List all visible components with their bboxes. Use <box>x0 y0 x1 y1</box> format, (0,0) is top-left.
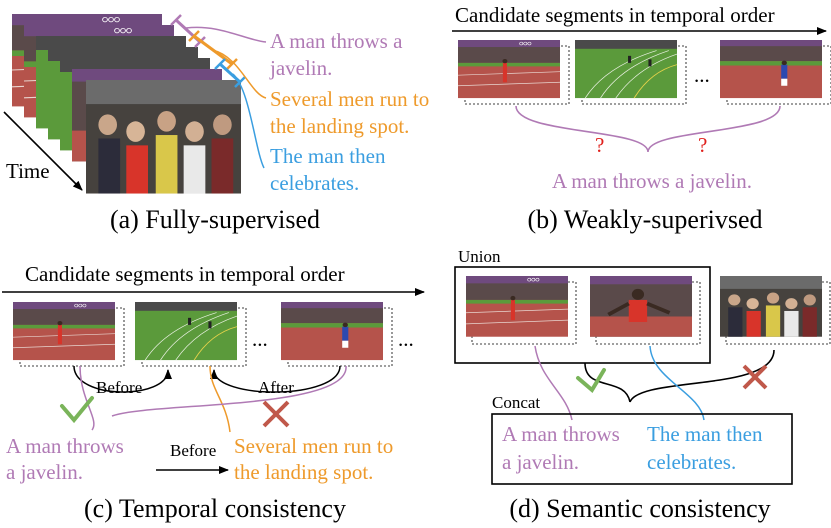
d-sentence2-line1: The man then <box>647 422 763 446</box>
caption-b: (b) Weakly-superivsed <box>528 205 763 234</box>
d-union-box <box>454 266 711 364</box>
b-segment-1 <box>457 39 570 105</box>
caption-a: (a) Fully-supervised <box>110 205 320 234</box>
time-arrow <box>3 111 83 191</box>
d-sentence1-line1: A man throws <box>502 422 620 446</box>
c-after-arc <box>210 365 341 393</box>
b-sentence: A man throws a javelin. <box>552 169 752 193</box>
c-sentence2-line2: the landing spot. <box>234 460 373 484</box>
caption-c: (c) Temporal consistency <box>84 494 346 523</box>
c-sentence2-line1: Several men run to <box>234 434 393 458</box>
c-before-arc-label: Before <box>96 378 142 397</box>
panel-b: Candidate segments in temporal order ...… <box>452 3 831 234</box>
c-cross-icon <box>262 400 290 428</box>
panel-c: Candidate segments in temporal order ...… <box>2 262 425 523</box>
b-header: Candidate segments in temporal order <box>455 3 775 27</box>
caption-d: (d) Semantic consistency <box>509 494 770 523</box>
c-sentence1-line1: A man throws <box>6 434 124 458</box>
c-segment-2 <box>134 301 247 367</box>
d-concat-label: Concat <box>492 393 540 412</box>
c-segment-1 <box>12 301 125 367</box>
d-check-icon <box>576 368 606 394</box>
panel-a: Time A man throws a javelin. Several men… <box>3 13 429 234</box>
panel-d: Union Concat A man throws a javelin. <box>454 247 831 523</box>
d-sentence2-line2: celebrates. <box>647 450 736 474</box>
c-header: Candidate segments in temporal order <box>25 262 345 286</box>
c-ellipsis-1: ... <box>252 327 268 351</box>
c-after-arc-label: After <box>258 378 294 397</box>
a-sentence2-line1: Several men run to <box>270 87 429 111</box>
a-sentence3-line1: The man then <box>270 144 386 168</box>
d-segment-1 <box>465 275 577 345</box>
c-before-arc <box>73 365 172 393</box>
d-cross-icon <box>742 364 768 390</box>
d-concat-box <box>491 413 793 485</box>
b-brace <box>515 105 781 153</box>
time-label: Time <box>6 159 50 183</box>
b-question-2: ? <box>698 133 707 157</box>
d-segment-2 <box>590 276 701 345</box>
b-segment-2 <box>574 39 687 105</box>
a-sentence3-line2: celebrates. <box>270 171 359 195</box>
b-segment-3 <box>720 40 831 105</box>
c-segment-3 <box>281 302 393 367</box>
c-sentence1-line2: a javelin. <box>6 460 83 484</box>
a-sentence2-line2: the landing spot. <box>270 114 409 138</box>
a-sentence1-line1: A man throws a <box>270 29 403 53</box>
a-sentence1-line2: javelin. <box>269 56 332 80</box>
c-check-icon <box>60 396 94 424</box>
c-ellipsis-2: ... <box>398 327 414 351</box>
b-question-1: ? <box>595 133 604 157</box>
c-before-arrow-label: Before <box>170 441 216 460</box>
d-union-label: Union <box>458 247 501 266</box>
d-sentence1-line2: a javelin. <box>502 450 579 474</box>
d-segment-3 <box>720 276 831 345</box>
b-ellipsis: ... <box>694 63 710 87</box>
